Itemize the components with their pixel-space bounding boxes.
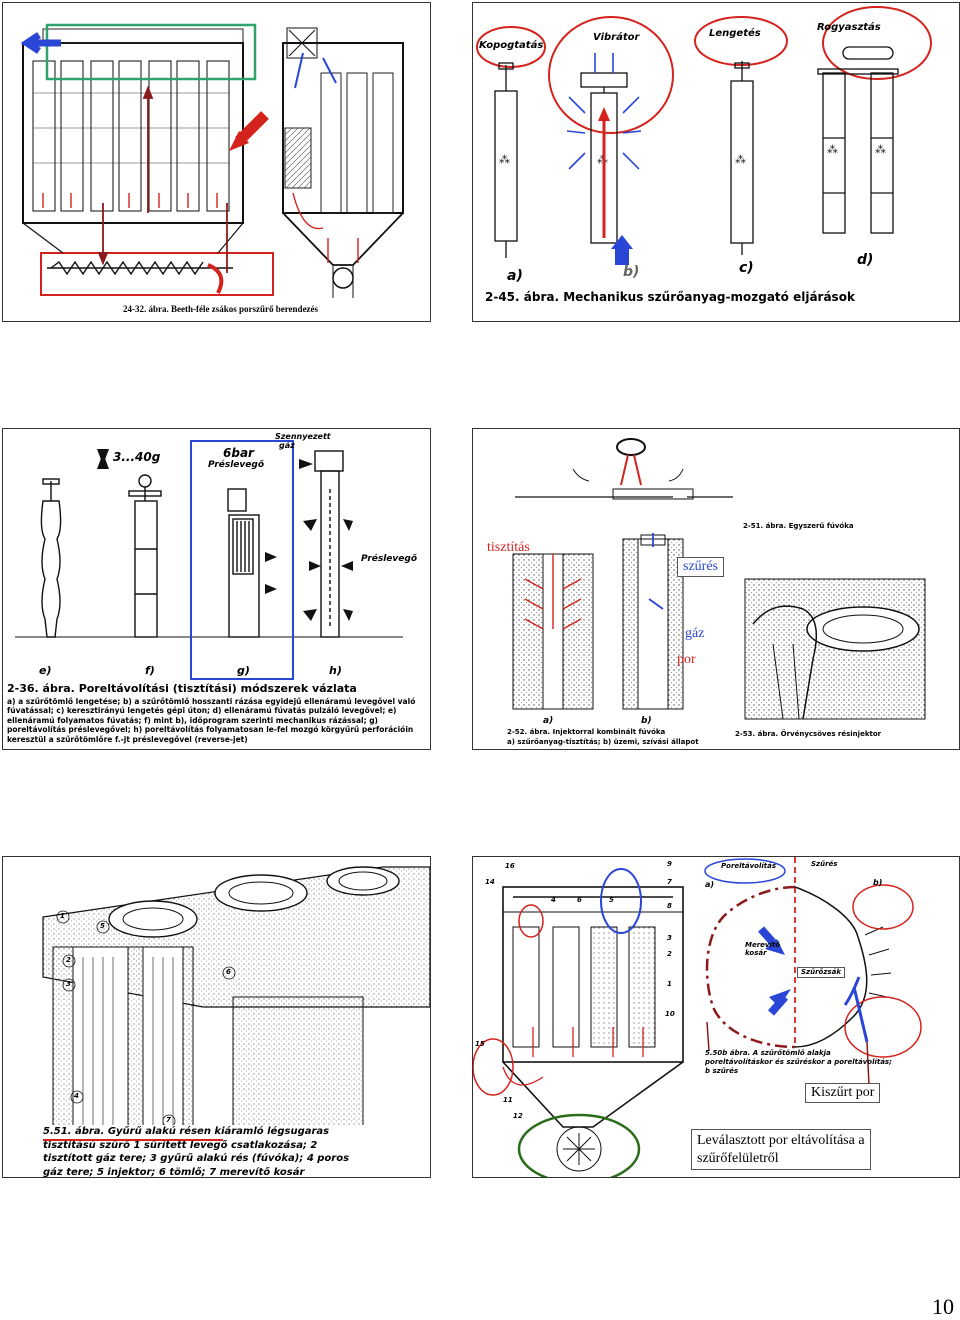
num-14: 14 bbox=[485, 878, 495, 886]
label-weight: 3...40g bbox=[113, 450, 161, 464]
label-gaz: gáz bbox=[685, 626, 705, 641]
page-number: 10 bbox=[932, 1294, 954, 1319]
svg-text:⁂: ⁂ bbox=[499, 153, 510, 166]
sub-b: b) bbox=[641, 716, 652, 726]
letter-g: g) bbox=[237, 664, 250, 677]
num-3: 3 bbox=[667, 934, 672, 942]
num-2: 2 bbox=[667, 950, 672, 958]
label-poreltavolitas: Poreltávolítás bbox=[721, 862, 777, 870]
label-lengetes: Lengetés bbox=[709, 28, 761, 39]
letter-h: h) bbox=[329, 664, 342, 677]
letter-f: f) bbox=[145, 664, 155, 677]
mechanical-methods-diagram: ⁂⁂⁂⁂⁂ bbox=[476, 6, 932, 265]
num-1: 1 bbox=[667, 980, 672, 988]
figure-caption-2-36-body: a) a szűrőtömlő lengetése; b) a szűrőtöm… bbox=[7, 697, 416, 744]
label-kopogtatas: Kopogtatás bbox=[479, 40, 544, 51]
figure-panel-beeth-filter: 24-32. ábra. Beeth-féle zsákos porszűrő … bbox=[2, 2, 431, 322]
svg-text:⁂: ⁂ bbox=[875, 143, 886, 156]
num-15: 15 bbox=[475, 1040, 485, 1048]
figure-caption-5-50b: 5.50b ábra. A szűrőtömlő alakja poreltáv… bbox=[705, 1049, 892, 1075]
blue-arrow-icon bbox=[20, 32, 61, 54]
label-merevito-kosar: Merevítő kosár bbox=[745, 941, 781, 958]
figure-caption-2-45: 2-45. ábra. Mechanikus szűrőanyag-mozgat… bbox=[485, 290, 855, 304]
figure-panel-mechanical-methods: ⁂⁂⁂⁂⁂ Kopogtatás Vibrátor Lengetés Rogya… bbox=[472, 2, 960, 322]
label-rogyasztas: Rogyasztás bbox=[817, 22, 881, 33]
num-7: 7 bbox=[667, 878, 672, 886]
num-4: 4 bbox=[551, 896, 556, 904]
num-3: 3 bbox=[66, 980, 71, 988]
num-11: 11 bbox=[503, 1096, 513, 1104]
highlight-blue-box bbox=[190, 440, 294, 680]
cleaning-methods-diagram bbox=[15, 440, 403, 680]
num-5: 5 bbox=[609, 896, 614, 904]
num-4: 4 bbox=[74, 1092, 79, 1100]
num-10: 10 bbox=[665, 1010, 675, 1018]
green-ellipse-highlight bbox=[517, 1113, 641, 1177]
figure-caption-2-36: 2-36. ábra. Poreltávolítási (tisztítási)… bbox=[7, 682, 357, 695]
figure-panel-bag-shape: 16 14 4 6 5 9 7 8 3 2 1 10 15 11 12 Pore… bbox=[472, 856, 960, 1178]
svg-text:⁂: ⁂ bbox=[735, 153, 746, 166]
label-tisztitas: tisztítás bbox=[487, 540, 530, 555]
num-16: 16 bbox=[505, 862, 515, 870]
letter-c: c) bbox=[739, 260, 754, 276]
num-5: 5 bbox=[100, 922, 105, 930]
label-szures-right: Szűrés bbox=[811, 860, 838, 868]
label-szures: szűrés bbox=[677, 557, 724, 577]
label-preslevego: Préslevegő bbox=[208, 460, 265, 470]
sub-a-right: a) bbox=[705, 880, 715, 889]
label-preslevego-2: Préslevegő bbox=[361, 554, 418, 564]
caption-2-53: 2-53. ábra. Örvénycsöves résinjektor bbox=[735, 730, 882, 738]
num-7: 7 bbox=[166, 1116, 171, 1124]
figure-panel-nozzles: tisztítás szűrés gáz por 2-51. ábra. Egy… bbox=[472, 428, 960, 750]
num-2: 2 bbox=[66, 956, 71, 964]
num-1: 1 bbox=[60, 912, 65, 920]
letter-b: b) bbox=[623, 264, 640, 280]
sub-a: a) bbox=[543, 716, 554, 726]
num-12: 12 bbox=[513, 1112, 523, 1120]
label-szennyezett: Szennyezett bbox=[275, 432, 331, 441]
label-por: por bbox=[677, 652, 696, 667]
sub-b-right: b) bbox=[873, 878, 883, 887]
label-gaz: gáz bbox=[279, 441, 295, 450]
nozzles-diagram bbox=[512, 438, 926, 720]
note-levalasztott: Leválasztott por eltávolítása a szűrőfel… bbox=[691, 1129, 871, 1170]
beeth-filter-diagram bbox=[20, 23, 404, 298]
num-6: 6 bbox=[577, 896, 582, 904]
note-levalasztott-line-2: szűrőfelületről bbox=[697, 1150, 779, 1166]
letter-a: a) bbox=[507, 268, 523, 284]
letter-e: e) bbox=[39, 664, 52, 677]
blue-up-arrow-icon bbox=[611, 235, 633, 249]
red-inlet-arrow-icon bbox=[229, 131, 249, 151]
num-8: 8 bbox=[667, 902, 672, 910]
figure-panel-cleaning-methods: Szennyezett gáz 3...40g 6bar Préslevegő … bbox=[2, 428, 431, 750]
label-vibrator: Vibrátor bbox=[593, 32, 640, 43]
note-kiszurt-por: Kiszűrt por bbox=[805, 1083, 881, 1103]
label-szurozsak: Szűrőzsák bbox=[797, 967, 845, 978]
num-6: 6 bbox=[226, 968, 231, 976]
blue-ellipse-highlight bbox=[600, 868, 642, 934]
note-levalasztott-line-1: Leválasztott por eltávolítása a bbox=[697, 1133, 865, 1148]
bag-shape-diagram bbox=[473, 857, 922, 1177]
caption-2-52: 2-52. ábra. Injektorral kombinált fúvóka bbox=[507, 728, 666, 736]
highlight-green-box bbox=[45, 23, 257, 81]
figure-caption-24-32: 24-32. ábra. Beeth-féle zsákos porszűrő … bbox=[123, 304, 319, 314]
caption-2-52-sub: a) szűrőanyag-tisztítás; b) üzemi, szívá… bbox=[507, 738, 699, 746]
figure-caption-5-51: 5.51. ábra. Gyűrű alakú résen kiáramló l… bbox=[43, 1125, 369, 1177]
svg-text:⁂: ⁂ bbox=[827, 143, 838, 156]
figure-panel-ring-slot-filter: 1 2 3 4 5 6 7 5.51. ábra. Gyűrű alakú ré… bbox=[2, 856, 431, 1178]
letter-d: d) bbox=[857, 252, 874, 268]
num-9: 9 bbox=[667, 860, 672, 868]
caption-2-51: 2-51. ábra. Egyszerű fúvóka bbox=[743, 522, 854, 530]
label-pressure: 6bar bbox=[223, 446, 254, 460]
